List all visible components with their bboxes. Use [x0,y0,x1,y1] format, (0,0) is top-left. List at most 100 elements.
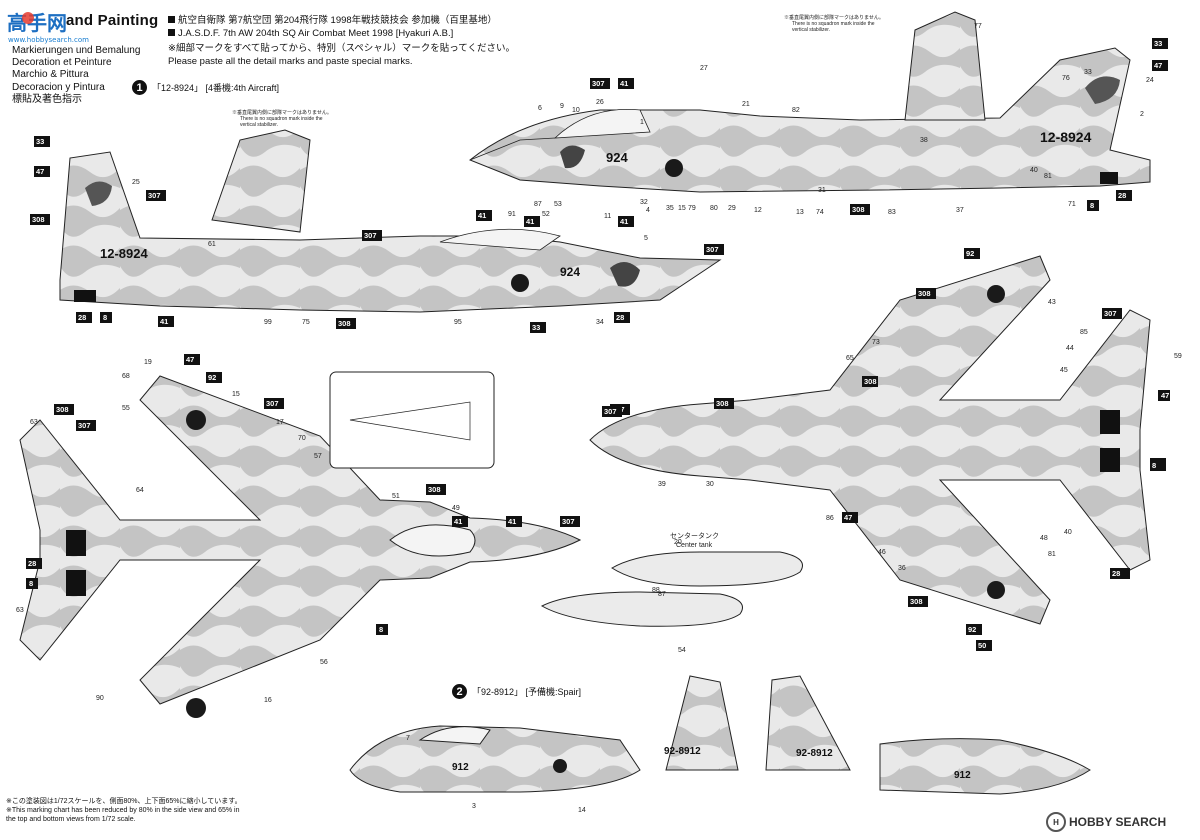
spare-nose-number: 912 [452,762,469,773]
svg-text:47: 47 [186,355,194,364]
svg-text:79: 79 [688,205,696,212]
svg-text:39: 39 [658,481,666,488]
center-tank: センタータンク Center tank [540,531,803,627]
svg-text:15: 15 [678,205,686,212]
svg-text:vertical stabilizer.: vertical stabilizer. [240,122,278,128]
svg-text:28: 28 [616,313,624,322]
spare-side-view-left: 912 [349,725,641,793]
svg-text:307: 307 [592,79,605,88]
svg-text:28: 28 [1112,569,1120,578]
svg-text:95: 95 [454,319,462,326]
watermark-text: HOBBY SEARCH [1069,815,1167,829]
spare-tail-fin-left: 92-8912 [664,675,739,771]
top-view [19,375,582,718]
svg-text:11: 11 [604,213,611,220]
variant-1-badge: 1 [132,80,147,95]
hinomaru-marking [553,759,567,773]
svg-text:28: 28 [1118,191,1126,200]
svg-text:49: 49 [452,505,460,512]
svg-text:8: 8 [103,313,107,322]
svg-text:20: 20 [674,539,682,546]
spare-tail-fin-right: 92-8912 [765,675,851,771]
svg-text:57: 57 [314,453,322,460]
hobby-search-logo-icon: H [1046,812,1066,832]
svg-text:92: 92 [966,249,974,258]
svg-text:25: 25 [132,179,140,186]
svg-text:35: 35 [666,205,674,212]
hobby-search-watermark: H HOBBY SEARCH [1046,812,1166,832]
svg-text:73: 73 [872,339,880,346]
svg-text:55: 55 [122,405,130,412]
svg-text:3: 3 [472,803,476,810]
svg-text:46: 46 [878,549,886,556]
svg-text:307: 307 [1104,309,1117,318]
spare-side-view-right: 912 [879,738,1091,795]
tail-number: 12-8924 [100,246,148,261]
svg-text:82: 82 [792,107,800,114]
hinomaru-marking [987,285,1005,303]
paste-note-en: Please paste all the detail marks and pa… [168,56,413,67]
squadron-note-top: ※垂直尾翼内側に部隊マークはありません。 There is no squadro… [232,109,332,128]
svg-text:87: 87 [658,591,666,598]
svg-text:50: 50 [978,641,986,650]
svg-text:41: 41 [620,79,628,88]
svg-text:17: 17 [276,419,284,426]
svg-text:308: 308 [918,289,931,298]
eagle-emblem-icon [560,145,585,169]
logo-text: 高手网 [7,11,67,35]
side-view-left: 924 12-8924 [59,151,722,313]
svg-text:63: 63 [30,419,38,426]
svg-text:37: 37 [956,207,964,214]
svg-text:There is no squadron mark insi: There is no squadron mark inside the [792,21,875,27]
eagle-emblem-icon [610,261,640,287]
svg-text:63: 63 [16,607,24,614]
unit-note-jp: 航空自衛隊 第7航空団 第204飛行隊 1998年戦技競技会 参加機（百里基地） [178,15,497,26]
svg-text:31: 31 [818,187,826,194]
footnote-en-2: the top and bottom views from 1/72 scale… [6,816,136,823]
side-view-right: 924 12-8924 [469,47,1151,193]
page-title: and Painting [66,12,159,29]
language-list: Markierungen und Bemalung Decoration et … [12,45,140,106]
svg-text:41: 41 [508,517,516,526]
unit-notes: 航空自衛隊 第7航空団 第204飛行隊 1998年戦技競技会 参加機（百里基地）… [168,14,515,68]
svg-text:48: 48 [1040,535,1048,542]
svg-text:308: 308 [910,597,923,606]
eagle-tail-icon [1085,76,1120,104]
svg-text:36: 36 [898,565,906,572]
svg-text:64: 64 [136,487,144,494]
language-it: Marchio & Pittura [12,69,89,81]
svg-text:30: 30 [706,481,714,488]
svg-text:There is no squadron mark insi: There is no squadron mark inside the [240,116,323,122]
language-fr: Decoration et Peinture [12,57,112,69]
svg-text:41: 41 [620,217,628,226]
svg-text:71: 71 [1068,201,1076,208]
svg-text:912: 912 [954,770,971,781]
variant-2-title: 2 「92-8912」 [予備機:Spair] [452,684,581,699]
svg-text:81: 81 [1044,173,1052,180]
svg-text:68: 68 [122,373,130,380]
svg-text:76: 76 [1062,75,1070,82]
svg-text:9: 9 [560,103,564,110]
svg-text:44: 44 [1066,345,1074,352]
svg-text:33: 33 [532,323,540,332]
variant-1-title: 1 「12-8924」 [4番機:4th Aircraft] [132,80,279,95]
tank-label-en: Center tank [676,542,713,549]
logo-subtext: www.hobbysearch.com [8,36,89,44]
svg-text:47: 47 [1154,61,1162,70]
svg-text:308: 308 [864,377,877,386]
svg-text:28: 28 [78,313,86,322]
svg-text:12: 12 [754,207,762,214]
svg-text:308: 308 [428,485,441,494]
bottom-view [589,255,1151,625]
svg-text:※垂直尾翼内側に部隊マークはありません。: ※垂直尾翼内側に部隊マークはありません。 [784,14,884,21]
svg-text:65: 65 [846,355,854,362]
svg-text:70: 70 [298,435,306,442]
nose-number: 924 [560,265,580,279]
svg-text:43: 43 [1048,299,1056,306]
tail-fin-inner-left [211,129,311,233]
svg-text:92: 92 [208,373,216,382]
tail-fin-inner-right [904,11,986,121]
svg-text:59: 59 [1174,353,1182,360]
hinomaru-marking [665,159,683,177]
